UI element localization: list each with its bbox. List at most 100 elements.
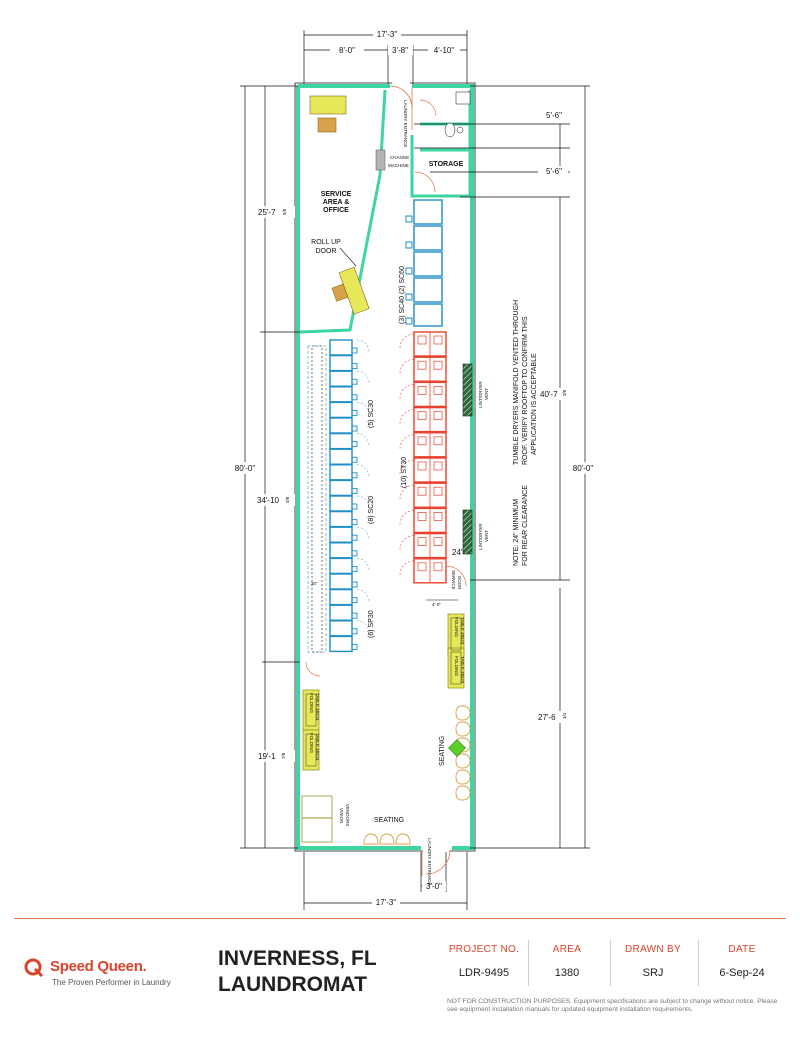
col-project-no: PROJECT NO. LDR-9495 xyxy=(444,944,524,979)
dim-seg-left: 8'-0" xyxy=(339,46,355,55)
dim-clear-24: 24" xyxy=(452,548,464,557)
project-title-line1: INVERNESS, FL xyxy=(218,947,377,970)
col-date: DATE 6-Sep-24 xyxy=(704,944,780,979)
door-swing xyxy=(356,402,370,415)
label-washer-group-d: (6) SP30 xyxy=(368,610,375,638)
dim-left-c-frac: 7/8 xyxy=(281,752,286,759)
dim-right-d: 27'-6 xyxy=(538,713,556,722)
washer-door xyxy=(351,425,358,432)
label-service-1: SERVICE xyxy=(321,191,352,198)
dim-overall-bottom: 17'-3" xyxy=(376,898,397,907)
label-lint-2: VENT xyxy=(484,388,489,400)
label-vending-2: VENDORS xyxy=(345,804,350,826)
washer-door xyxy=(351,441,358,448)
dryer-door-swing xyxy=(399,358,415,374)
dim-overall-top: 17'-3" xyxy=(377,30,398,39)
seat xyxy=(455,769,471,785)
label-seating-right: SEATING xyxy=(439,736,446,766)
washer-door xyxy=(351,472,358,479)
dryer-vents xyxy=(462,363,473,555)
dim-left-total: 80'-0" xyxy=(235,464,256,473)
seat xyxy=(455,705,471,721)
label-change-2: MACHINE xyxy=(388,163,409,168)
folding-4b: TABLE 48x24 xyxy=(315,733,320,761)
floor-plan: 17'-3" 8'-0" 3'-8" 4'-10" 5'-6" 5'-6" 40… xyxy=(234,30,594,910)
footer-divider xyxy=(14,918,786,919)
label-service-2: AREA & xyxy=(323,199,350,206)
dryer-panel xyxy=(433,562,443,572)
dryer-door-swing xyxy=(399,510,415,525)
col-value: 1380 xyxy=(554,967,580,979)
speed-queen-q-icon xyxy=(24,958,44,978)
dryer-panel xyxy=(417,562,427,572)
dim-bottom-entrance: 3'-0" xyxy=(426,882,442,891)
washer xyxy=(413,277,443,303)
vending-machines xyxy=(301,795,333,843)
washer xyxy=(329,557,353,575)
dim-right-c-frac: 3/8 xyxy=(562,389,567,396)
seat xyxy=(455,785,471,801)
door-swing xyxy=(356,526,370,540)
washer-door xyxy=(351,628,358,635)
dryer-note-1: TUMBLE DRYERS MANIFOLD VENTED THROUGH xyxy=(513,300,520,465)
door-swing xyxy=(356,589,370,602)
dryer-group xyxy=(399,331,447,584)
folding-1a: FOLDING xyxy=(454,617,459,638)
label-rollup-2: DOOR xyxy=(316,248,337,255)
dim-left-a: 25'-7 xyxy=(258,208,276,217)
label-lint-1b: LINT/DRYER xyxy=(478,523,483,550)
door-swing xyxy=(356,464,370,477)
washer-door xyxy=(351,565,358,572)
col-header: AREA xyxy=(552,944,582,955)
washer xyxy=(329,464,353,481)
dryer-panel xyxy=(433,386,443,395)
washer xyxy=(329,354,353,372)
seat xyxy=(455,721,471,737)
label-seating-bottom: SEATING xyxy=(374,817,404,824)
dryer-door-swing xyxy=(399,384,415,399)
col-drawn-by: DRAWN BY SRJ xyxy=(616,944,690,979)
label-change-1: CHANGE xyxy=(390,155,409,160)
col-header: DRAWN BY xyxy=(625,944,681,955)
washer-door xyxy=(351,487,358,494)
dryer-panel xyxy=(433,360,443,370)
dim-left-b: 34'-10 xyxy=(257,496,280,505)
label-lint-1: LINT/DRYER xyxy=(478,381,483,408)
col-value: LDR-9495 xyxy=(458,967,510,979)
folding-1b: TABLE 48x24 xyxy=(460,617,465,645)
seating-bottom xyxy=(363,833,411,845)
dim-left-c: 19'-1 xyxy=(258,752,276,761)
washer xyxy=(329,401,353,419)
washer-group-left xyxy=(329,339,370,653)
washer xyxy=(329,479,353,497)
label-washer-group-c: (8) SC20 xyxy=(368,496,375,524)
dryer-panel xyxy=(417,386,427,395)
label-laundry-entrance-bottom: LAUNDRY ENTRANCE xyxy=(427,838,432,885)
washer-base-hatch xyxy=(307,345,327,653)
washer-door xyxy=(351,519,358,526)
washer-door xyxy=(351,550,358,557)
dryer-panel xyxy=(433,335,443,345)
seating-right xyxy=(455,705,471,801)
washer-door xyxy=(351,643,358,650)
office-desk-2 xyxy=(331,266,370,315)
door-swing xyxy=(356,558,370,571)
folding-2b: TABLE 48x24 xyxy=(460,656,465,684)
dim-right-a: 5'-6" xyxy=(546,111,562,120)
label-washer-group-a: (3) SC40 (2) SC60 xyxy=(399,266,406,324)
col-header: PROJECT NO. xyxy=(448,944,520,955)
dryer-note-3: APPLICATION IS ACCEPTABLE xyxy=(531,353,538,455)
washer xyxy=(329,448,353,465)
dim-clear-4: 4'-0" xyxy=(432,602,441,607)
dryer-panel xyxy=(417,436,427,446)
washer xyxy=(329,542,353,559)
col-divider xyxy=(698,940,699,986)
washer-door xyxy=(351,378,358,385)
label-service-door-2: DOOR xyxy=(457,576,462,590)
dim-left-a-frac: 5/8 xyxy=(282,208,287,215)
label-storage: STORAGE xyxy=(429,161,464,168)
washer-door xyxy=(405,241,413,249)
door-swing xyxy=(356,495,370,509)
clearance-note-1: NOTE: 24" MINIMUM xyxy=(513,499,520,566)
washer xyxy=(329,526,353,543)
